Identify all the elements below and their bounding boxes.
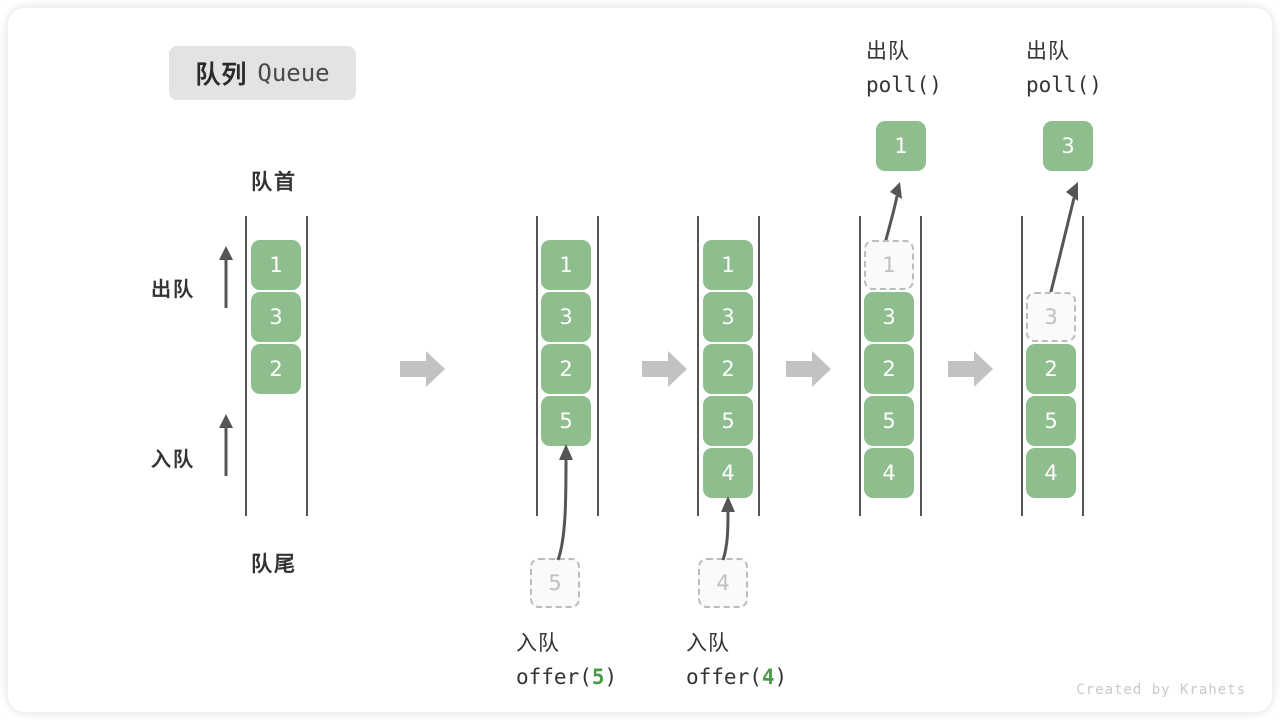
queue-cell: 3: [1026, 292, 1076, 342]
queue-cell: 3: [864, 292, 914, 342]
step-caption-offer-5: 入队 offer(5): [516, 628, 617, 693]
caption-code: poll(): [866, 72, 942, 97]
queue-rail-left-step3: [697, 216, 699, 516]
caption-op-close: ): [774, 664, 788, 689]
caption-cn: 出队: [866, 40, 910, 63]
step-arrow-icon: [642, 349, 688, 389]
queue-cell: 3: [251, 292, 301, 342]
diagram-title-en: Queue: [257, 59, 330, 87]
queue-cell: 4: [703, 448, 753, 498]
queue-rail-left-step4: [859, 216, 861, 516]
incoming-element-ghost: 5: [530, 558, 580, 608]
queue-cell: 5: [1026, 396, 1076, 446]
step-arrow-icon: [400, 349, 446, 389]
queue-rail-left-step1: [245, 216, 247, 516]
step-caption-poll-3: 出队 poll(): [1026, 36, 1102, 101]
step-arrow-icon: [786, 349, 832, 389]
diagram-title-chip: 队列 Queue: [169, 46, 356, 100]
queue-cell: 2: [864, 344, 914, 394]
caption-cn: 入队: [516, 632, 560, 655]
queue-cell: 2: [251, 344, 301, 394]
queue-rail-left-step5: [1021, 216, 1023, 516]
dequeue-direction-arrow-icon: [214, 244, 238, 310]
enqueue-direction-arrow-icon: [214, 412, 238, 478]
caption-arg: 5: [591, 664, 605, 689]
queue-rail-right-step2: [597, 216, 599, 516]
caption-code: poll(): [1026, 72, 1102, 97]
queue-cell: 1: [541, 240, 591, 290]
enqueue-direction-label: 入队: [151, 449, 195, 471]
queue-rail-right-step1: [306, 216, 308, 516]
enqueue-curve-arrow-icon: [708, 490, 756, 562]
caption-op: offer(: [516, 664, 592, 689]
diagram-card: 队列 Queue 队首 队尾 出队 入队 1 3 2 1 3 2 5 5: [8, 8, 1272, 712]
caption-cn: 出队: [1026, 40, 1070, 63]
queue-cell: 2: [541, 344, 591, 394]
queue-cell: 3: [703, 292, 753, 342]
enqueue-curve-arrow-icon: [538, 438, 598, 563]
queue-cell: 5: [703, 396, 753, 446]
queue-rail-right-step4: [920, 216, 922, 516]
popped-element: 3: [1043, 121, 1093, 171]
queue-cell: 2: [703, 344, 753, 394]
queue-rail-left-step2: [536, 216, 538, 516]
caption-op-close: ): [604, 664, 618, 689]
diagram-title-cn: 队列: [195, 61, 248, 89]
caption-code: offer(5): [516, 661, 617, 694]
queue-cell: 2: [1026, 344, 1076, 394]
caption-op: offer(: [686, 664, 762, 689]
popped-element: 1: [876, 121, 926, 171]
poll-curve-arrow-icon: [1026, 176, 1096, 306]
step-arrow-icon: [948, 349, 994, 389]
caption-cn: 入队: [686, 632, 730, 655]
queue-head-label: 队首: [251, 171, 297, 194]
queue-cell: 5: [864, 396, 914, 446]
queue-cell: 4: [1026, 448, 1076, 498]
step-caption-offer-4: 入队 offer(4): [686, 628, 787, 693]
queue-cell: 4: [864, 448, 914, 498]
step-caption-poll-1: 出队 poll(): [866, 36, 942, 101]
incoming-element-ghost: 4: [698, 558, 748, 608]
caption-arg: 4: [761, 664, 775, 689]
queue-cell: 1: [703, 240, 753, 290]
queue-cell: 5: [541, 396, 591, 446]
queue-rail-right-step3: [758, 216, 760, 516]
caption-code: offer(4): [686, 661, 787, 694]
watermark: Created by Krahets: [1076, 682, 1246, 698]
queue-tail-label: 队尾: [251, 553, 297, 576]
queue-cell: 1: [864, 240, 914, 290]
dequeue-direction-label: 出队: [151, 279, 195, 301]
queue-rail-right-step5: [1082, 216, 1084, 516]
queue-cell: 3: [541, 292, 591, 342]
queue-cell: 1: [251, 240, 301, 290]
